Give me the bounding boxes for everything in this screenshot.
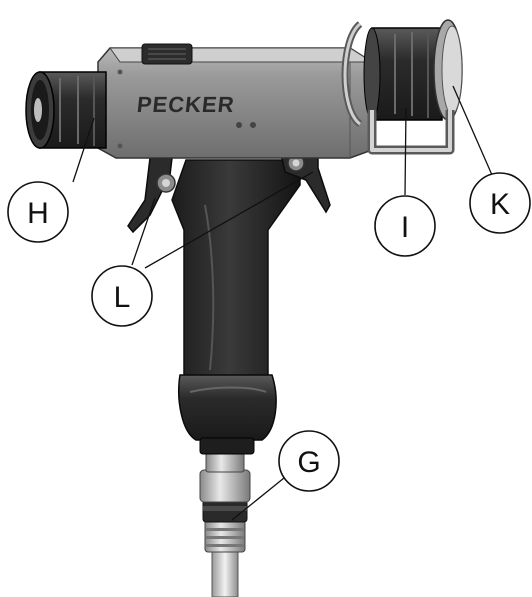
main-housing: PECKER xyxy=(97,43,374,159)
rear-assembly xyxy=(341,19,463,155)
leader-H xyxy=(72,117,95,183)
leader-lines xyxy=(72,85,493,521)
callout-L-label: L xyxy=(114,281,131,314)
brand-logo: PECKER xyxy=(136,92,236,117)
carry-bail xyxy=(341,21,455,155)
callout-I: I xyxy=(374,195,436,257)
callout-K: K xyxy=(469,172,531,234)
leader-G xyxy=(231,477,285,521)
callout-G: G xyxy=(278,430,340,492)
callout-H: H xyxy=(7,181,69,243)
left-lever xyxy=(127,157,176,234)
handle xyxy=(171,159,301,455)
leader-L-right xyxy=(144,171,314,269)
leader-L-left xyxy=(131,197,156,266)
vent-grille xyxy=(141,43,193,65)
callout-H-label: H xyxy=(27,197,49,230)
callout-L: L xyxy=(91,265,153,327)
leader-I xyxy=(404,107,407,196)
callout-K-label: K xyxy=(490,188,510,221)
leader-K xyxy=(452,85,493,176)
callout-G-label: G xyxy=(297,446,320,479)
callout-I-label: I xyxy=(401,211,409,244)
hose-assembly xyxy=(199,451,251,597)
front-nozzle xyxy=(25,71,107,149)
